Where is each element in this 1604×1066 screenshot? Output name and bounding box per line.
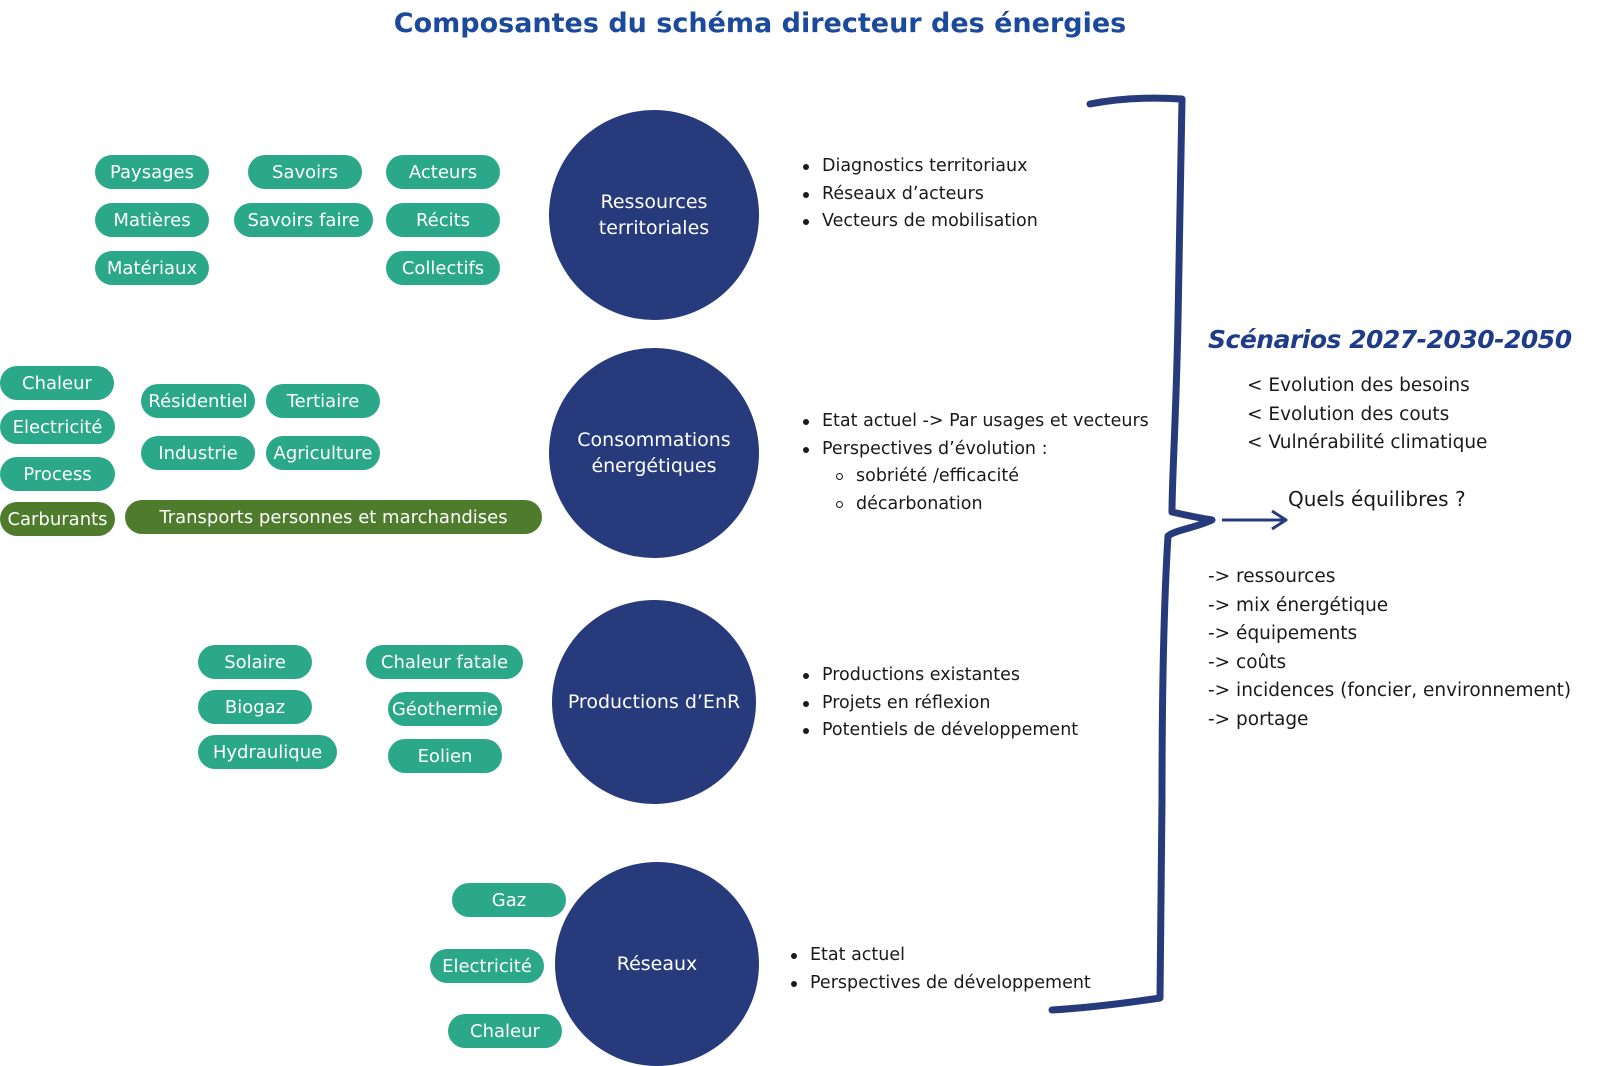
tag-matieres: Matières: [95, 203, 209, 237]
outcomes-list: -> ressources -> mix énergétique -> équi…: [1208, 563, 1571, 734]
scenarios-items: < Evolution des besoins < Evolution des …: [1247, 372, 1487, 458]
list-item: -> incidences (foncier, environnement): [1208, 680, 1572, 701]
tag-savoirs-faire: Savoirs faire: [234, 203, 373, 237]
consommations-bullets: Etat actuel -> Par usages et vecteurs Pe…: [800, 408, 1149, 518]
tag-gaz: Gaz: [452, 883, 566, 917]
tag-recits: Récits: [386, 203, 500, 237]
tag-hydraulique: Hydraulique: [198, 735, 337, 769]
tag-chaleur: Chaleur: [0, 366, 114, 400]
list-item: < Vulnérabilité climatique: [1247, 432, 1488, 453]
scenarios-title: Scénarios 2027-2030-2050: [1208, 325, 1572, 354]
tag-agriculture: Agriculture: [266, 436, 380, 470]
circle-ressources-territoriales: Ressources territoriales: [549, 110, 759, 320]
sub-list-item: sobriété /efficacité: [800, 463, 1149, 491]
tag-carburants: Carburants: [0, 502, 115, 536]
list-item: Perspectives de développement: [788, 970, 1091, 998]
list-item: -> équipements: [1208, 623, 1358, 644]
curly-brace-icon: [1048, 94, 1216, 1014]
tag-tertiaire: Tertiaire: [266, 384, 380, 418]
circle-label: territoriales: [598, 217, 710, 239]
question-text: Quels équilibres ?: [1288, 487, 1466, 511]
tag-transports: Transports personnes et marchandises: [125, 500, 542, 534]
tag-collectifs: Collectifs: [386, 251, 500, 285]
list-item: Diagnostics territoriaux: [800, 153, 1038, 181]
list-item: -> mix énergétique: [1208, 594, 1389, 616]
tag-industrie: Industrie: [141, 436, 255, 470]
circle-reseaux: Réseaux: [555, 862, 759, 1066]
circle-label: Réseaux: [616, 953, 698, 975]
ressources-bullets: Diagnostics territoriaux Réseaux d’acteu…: [800, 153, 1038, 236]
circle-label: Consommations: [577, 429, 731, 451]
circle-consommations-energetiques: Consommations énergétiques: [549, 348, 759, 558]
tag-geothermie: Géothermie: [388, 692, 502, 726]
circle-label: énergétiques: [591, 455, 717, 477]
circle-productions-enr: Productions d’EnR: [552, 600, 756, 804]
circle-label: Productions d’EnR: [567, 691, 741, 713]
list-item: < Evolution des besoins: [1247, 375, 1470, 396]
tag-eolien: Eolien: [388, 739, 502, 773]
list-item: Projets en réflexion: [800, 690, 1078, 718]
tag-acteurs: Acteurs: [386, 155, 500, 189]
list-item: Réseaux d’acteurs: [800, 181, 1038, 209]
sub-list-item: décarbonation: [800, 491, 1149, 519]
arrow-right-icon: [1222, 509, 1288, 531]
list-item: Perspectives d’évolution :: [800, 436, 1149, 464]
tag-biogaz: Biogaz: [198, 690, 312, 724]
page-title: Composantes du schéma directeur des éner…: [393, 8, 1127, 39]
tag-paysages: Paysages: [95, 155, 209, 189]
list-item: Potentiels de développement: [800, 717, 1078, 745]
circle-label: Ressources: [600, 191, 708, 213]
productions-bullets: Productions existantes Projets en réflex…: [800, 662, 1078, 745]
list-item: Etat actuel -> Par usages et vecteurs: [800, 408, 1149, 436]
list-item: -> portage: [1208, 708, 1309, 730]
tag-chaleur-fatale: Chaleur fatale: [366, 645, 523, 679]
list-item: -> coûts: [1208, 651, 1287, 673]
list-item: < Evolution des couts: [1247, 403, 1450, 425]
tag-savoirs: Savoirs: [248, 155, 362, 189]
tag-chaleur-reseau: Chaleur: [448, 1014, 562, 1048]
tag-electricite-reseau: Electricité: [430, 949, 544, 983]
tag-materiaux: Matériaux: [95, 251, 209, 285]
tag-process: Process: [0, 457, 115, 491]
reseaux-bullets: Etat actuel Perspectives de développemen…: [788, 942, 1091, 997]
list-item: Vecteurs de mobilisation: [800, 208, 1038, 236]
tag-solaire: Solaire: [198, 645, 312, 679]
list-item: Productions existantes: [800, 662, 1078, 690]
list-item: -> ressources: [1208, 566, 1336, 587]
tag-residentiel: Résidentiel: [141, 384, 255, 418]
tag-electricite: Electricité: [0, 410, 115, 444]
list-item: Etat actuel: [788, 942, 1091, 970]
